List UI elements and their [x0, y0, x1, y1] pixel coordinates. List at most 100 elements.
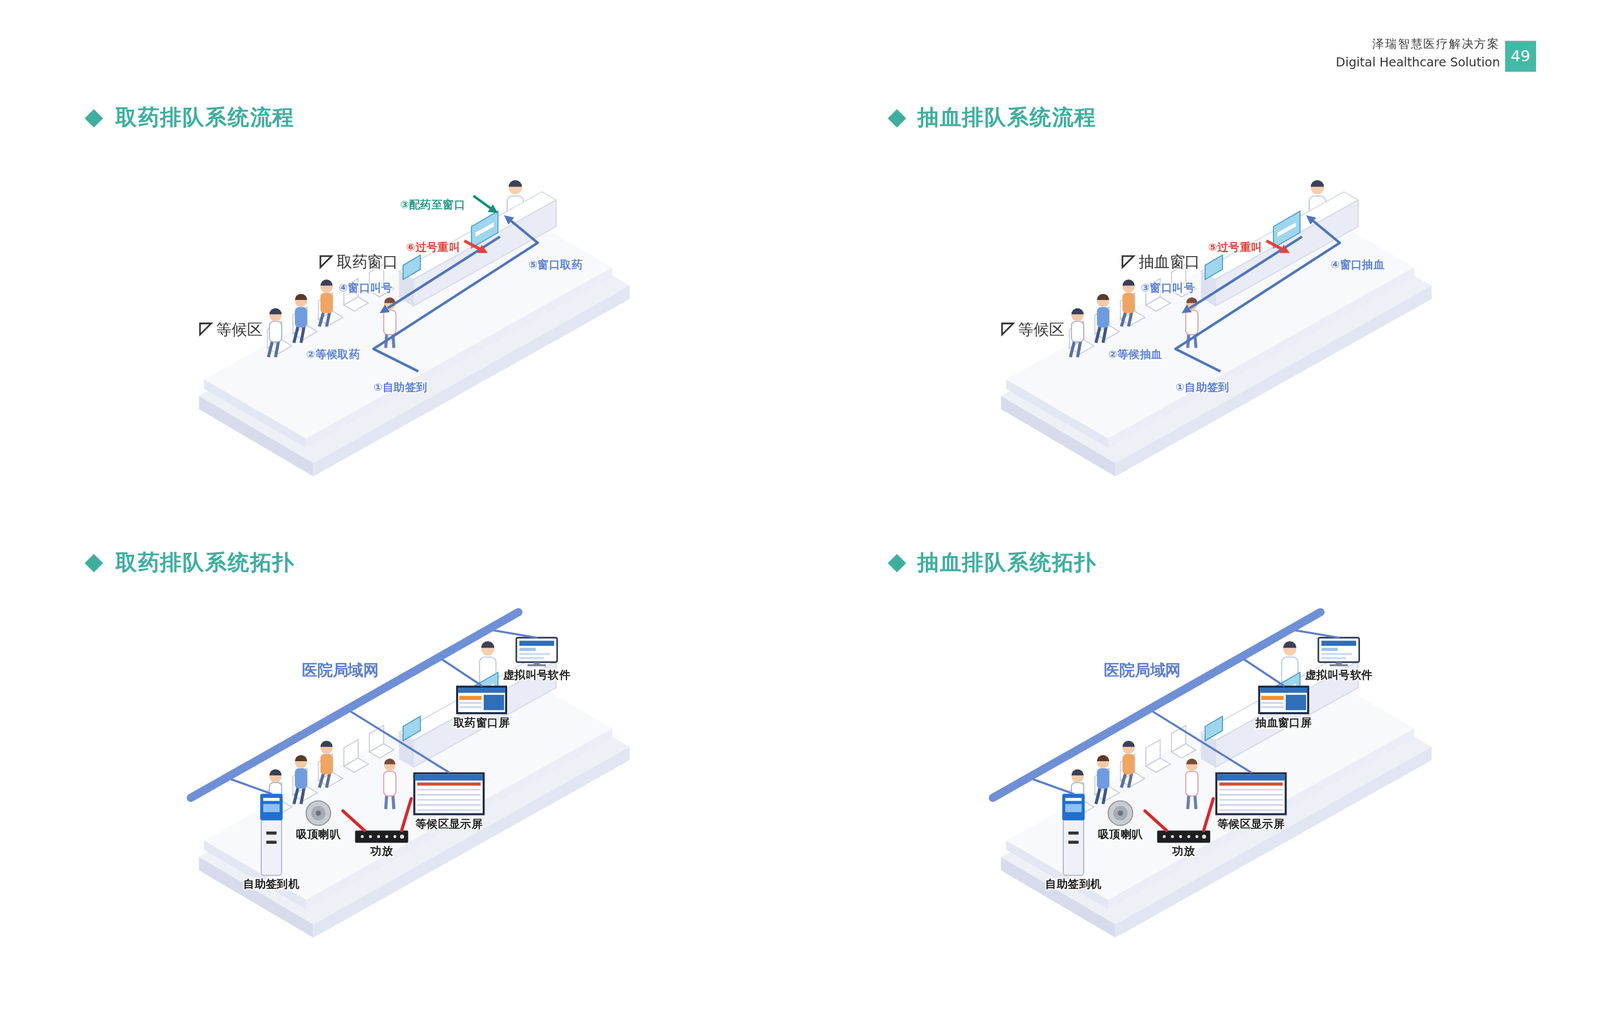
connector	[1145, 810, 1168, 831]
illustration-part	[1069, 264, 1199, 358]
area-label: 等候区	[1018, 320, 1064, 339]
connector-line	[226, 777, 272, 794]
connector-line	[1240, 657, 1284, 686]
brand-subtitle: Digital Healthcare Solution	[1336, 54, 1500, 70]
connector-line	[347, 709, 450, 773]
step-label: ④窗口叫号	[338, 281, 393, 295]
connector	[347, 709, 450, 773]
device-node: 功放	[352, 830, 411, 859]
device-label: 抽血窗口屏	[1253, 716, 1314, 730]
illustration-part	[487, 204, 499, 214]
device-node: 自助签到机	[241, 794, 302, 892]
connector-line	[487, 629, 537, 639]
illustration-part	[1001, 323, 1013, 335]
connector	[1240, 657, 1284, 686]
network-bus: 医院局域网	[185, 607, 524, 804]
illustration-part	[84, 554, 103, 573]
connector-line	[401, 798, 412, 831]
connector-line	[1203, 798, 1214, 831]
area-label: 等候区	[216, 320, 262, 339]
device-node: 取药窗口屏	[451, 685, 512, 730]
topology-scene-right	[1001, 638, 1432, 939]
step-label: ④窗口抽血	[1330, 258, 1385, 271]
device-node: 抽血窗口屏	[1253, 685, 1314, 730]
connector	[1203, 798, 1214, 831]
illustration-part	[200, 323, 211, 335]
illustration-part	[320, 256, 332, 268]
bus-shape	[185, 607, 524, 804]
connector-line	[1145, 810, 1168, 831]
illustration-part	[887, 554, 906, 573]
device-node: 等候区显示屏	[410, 772, 487, 831]
illustration-part	[267, 264, 396, 358]
bus-shape	[987, 607, 1326, 804]
brand-name: 泽瑞智慧医疗解决方案	[1372, 38, 1500, 53]
illustration-part	[1175, 215, 1340, 372]
device-label: 自助签到机	[241, 877, 302, 891]
connector-line	[1289, 629, 1339, 639]
connector	[438, 657, 482, 686]
connector	[1028, 777, 1074, 794]
bus-line	[992, 612, 1321, 799]
device-label: 虚拟叫号软件	[1303, 668, 1375, 682]
area-label: 取药窗口	[336, 252, 399, 271]
area-label: 抽血窗口	[1138, 252, 1200, 271]
connector-line	[342, 810, 365, 831]
step-label: ③配药至窗口	[400, 198, 466, 211]
device-label: 等候区显示屏	[410, 817, 487, 831]
section-heading: 抽血排队系统流程	[917, 105, 1097, 131]
illustration-part	[473, 196, 492, 210]
page-number-box: 49	[1505, 40, 1536, 71]
device-label: 取药窗口屏	[451, 716, 512, 730]
device-node: 吸顶喇叭	[294, 801, 344, 842]
device-node: 功放	[1154, 830, 1213, 859]
device-label: 吸顶喇叭	[1096, 827, 1146, 842]
illustration-part	[198, 208, 630, 477]
step-label: ①自助签到	[1175, 380, 1230, 394]
topology-scene-left	[198, 638, 630, 939]
step-label: ②等候取药	[305, 347, 360, 361]
connector-line	[438, 657, 482, 686]
network-label: 医院局域网	[1103, 661, 1181, 680]
device-node: 吸顶喇叭	[1096, 801, 1146, 842]
flow-scene-left	[198, 180, 630, 477]
connector	[226, 777, 272, 794]
illustration-part	[1001, 208, 1432, 477]
connector	[487, 629, 537, 639]
bus-line	[190, 612, 519, 799]
device-node: 虚拟叫号软件	[1303, 638, 1375, 682]
step-label: ⑤过号重叫	[1208, 240, 1263, 254]
connector	[1149, 709, 1251, 773]
network-bus: 医院局域网	[987, 607, 1326, 804]
illustration-part	[84, 109, 103, 128]
flow-scene-right	[1001, 180, 1432, 477]
step-label: ①自助签到	[373, 380, 428, 394]
step-label: ②等候抽血	[1108, 347, 1163, 361]
device-label: 功放	[352, 845, 411, 859]
device-node: 自助签到机	[1043, 794, 1104, 892]
connector-line	[1149, 709, 1251, 773]
illustration-part	[1122, 256, 1134, 268]
heading-diamonds	[84, 109, 906, 573]
device-node: 等候区显示屏	[1213, 772, 1290, 831]
device-label: 虚拟叫号软件	[501, 668, 573, 682]
connector	[401, 798, 412, 831]
page-number: 49	[1510, 40, 1531, 71]
device-label: 吸顶喇叭	[294, 827, 344, 842]
network-label: 医院局域网	[301, 661, 379, 680]
connector	[342, 810, 365, 831]
connector	[1289, 629, 1339, 639]
section-heading: 取药排队系统流程	[115, 105, 295, 131]
device-label: 自助签到机	[1043, 877, 1104, 891]
illustration-part	[373, 215, 539, 372]
step-label: ⑥过号重叫	[405, 240, 460, 254]
device-label: 功放	[1154, 845, 1213, 859]
device-node: 虚拟叫号软件	[501, 638, 573, 682]
device-label: 等候区显示屏	[1213, 817, 1290, 831]
illustration-part	[887, 109, 906, 128]
section-heading: 抽血排队系统拓扑	[917, 550, 1097, 577]
